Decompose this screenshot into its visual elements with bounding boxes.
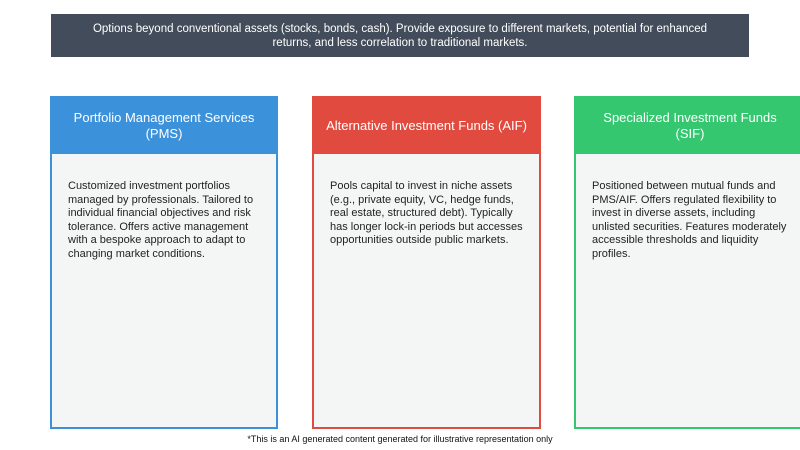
card-aif-header: Alternative Investment Funds (AIF) bbox=[314, 98, 539, 154]
card-aif-title: Alternative Investment Funds (AIF) bbox=[326, 118, 527, 133]
card-sif: Specialized Investment Funds (SIF) Posit… bbox=[574, 96, 800, 429]
intro-banner-text: Options beyond conventional assets (stoc… bbox=[92, 22, 708, 49]
card-aif: Alternative Investment Funds (AIF) Pools… bbox=[312, 96, 541, 429]
intro-banner: Options beyond conventional assets (stoc… bbox=[51, 14, 749, 57]
card-aif-body: Pools capital to invest in niche assets … bbox=[330, 180, 523, 247]
card-pms-header: Portfolio Management Services (PMS) bbox=[52, 98, 276, 154]
card-sif-title: Specialized Investment Funds (SIF) bbox=[603, 110, 777, 141]
card-sif-header: Specialized Investment Funds (SIF) bbox=[576, 98, 800, 154]
disclaimer-footnote: *This is an AI generated content generat… bbox=[247, 434, 553, 444]
card-pms-body: Customized investment portfolios managed… bbox=[68, 180, 254, 260]
card-pms: Portfolio Management Services (PMS) Cust… bbox=[50, 96, 278, 429]
card-sif-body: Positioned between mutual funds and PMS/… bbox=[592, 180, 787, 260]
card-pms-title: Portfolio Management Services (PMS) bbox=[73, 110, 255, 141]
